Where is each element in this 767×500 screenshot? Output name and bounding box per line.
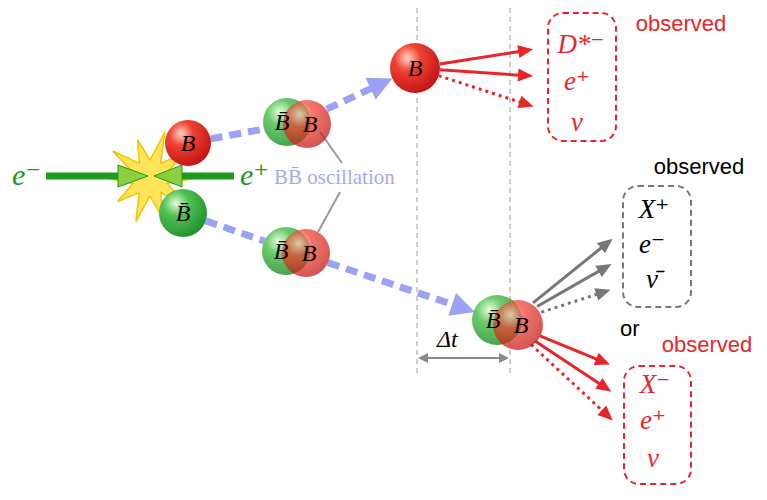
meson-sphere [283,100,331,148]
arrowhead [517,45,533,58]
particle-symbol: X⁺ [639,196,670,223]
mixed-meson-ball: B̄ B [261,226,331,278]
anti-b-meson-ball: B̄ [159,189,207,237]
observed-tag: observed [654,156,745,178]
beam-arrowhead [154,165,182,187]
particle-symbol: ν [571,109,583,136]
flight-path [328,263,475,316]
observed-tag: observed [662,334,753,356]
decay-arrow [533,239,613,303]
beam-label: e⁻ [12,160,41,190]
decay-arrow [440,45,533,64]
meson-symbol: B̄ [275,110,290,134]
interval-arrow [426,357,501,359]
mixed-meson-ball: B̄ B [262,97,332,149]
arrowhead [595,378,611,392]
particle-symbol: ν [647,445,659,472]
decay-arrow [439,76,534,108]
particle-symbol: ν̄ [646,266,658,293]
beam-arrowhead [118,165,148,187]
meson-symbol: B̄ [274,239,289,263]
beam-line [46,173,120,180]
flight-path [211,129,263,139]
meson-sphere [390,43,440,93]
leader-line [318,192,340,232]
particle-symbol: X⁻ [640,371,671,398]
meson-sphere [165,120,211,166]
decay-products-box: observedD*⁻e⁺ν [547,12,617,142]
beam-label: e⁺ [240,160,269,190]
connector-line [327,86,377,110]
arrowhead [594,353,610,365]
meson-symbol: B [303,112,318,136]
arrowhead [595,264,611,277]
arrowhead [517,96,533,108]
meson-symbol: B [181,131,196,155]
connector-line [540,336,600,361]
meson-sphere [493,300,543,350]
meson-sphere [472,295,544,351]
connector-line [440,51,523,64]
particle-symbol: e⁻ [639,231,665,258]
arrowhead [597,239,613,253]
meson-sphere [262,97,332,149]
connector-line [531,344,605,413]
meson-symbol: B [408,56,423,80]
b-meson-ball: B [390,43,440,93]
time-interval-label: Δt [437,327,458,351]
arrowhead [448,293,475,316]
oscillation-label: BB̄ oscillation [274,167,395,188]
arrowhead [366,78,393,100]
mixed-meson-ball: B̄ B [472,295,544,351]
flight-path [327,78,393,109]
interval-arrowhead [499,353,509,363]
arrowhead [597,405,612,420]
meson-symbol: B [302,241,317,265]
arrowhead [518,69,533,82]
interval-arrowhead [418,353,428,363]
flight-path [206,221,265,241]
meson-symbol: B̄ [176,201,191,225]
meson-sphere [261,226,331,278]
beam-line [180,173,234,180]
connector-line [537,269,602,306]
alternative-label: or [620,318,640,340]
particle-symbol: e⁺ [640,407,666,434]
b-meson-ball: B [165,120,211,166]
decay-products-box: observedX⁻e⁺ν [623,365,692,485]
particle-symbol: D*⁻ [557,31,604,58]
meson-sphere [282,229,330,277]
meson-symbol: B̄ [486,308,501,332]
meson-sphere [159,189,207,237]
connector-line [541,293,600,312]
observed-tag: observed [636,13,727,35]
connector-line [328,263,459,307]
connector-line [439,76,524,104]
meson-symbol: B [514,313,529,337]
connector-line [211,129,263,139]
connector-line [440,70,523,76]
connector-line [206,221,265,241]
decay-arrow [541,288,610,312]
particle-symbol: e⁺ [564,68,590,95]
decay-arrow [531,344,613,420]
arrowhead [594,288,610,300]
decay-products-box: observedX⁺e⁻ν̄ [622,185,692,308]
